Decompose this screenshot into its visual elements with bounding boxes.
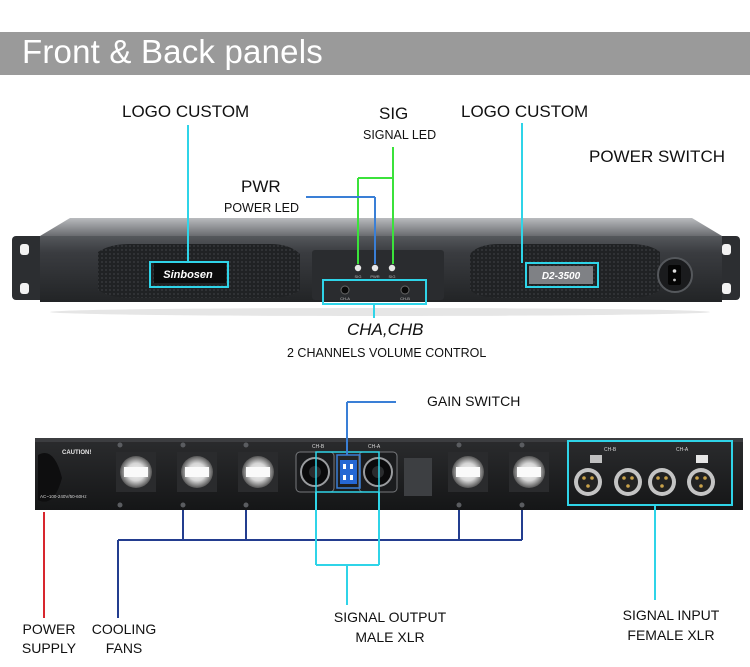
banner-bar: [0, 32, 750, 75]
knob-label-a: CH-A: [340, 296, 350, 301]
signal-input-label: SIGNAL INPUT FEMALE XLR: [608, 605, 734, 645]
signal-output-label: SIGNAL OUTPUT MALE XLR: [315, 607, 465, 647]
power-supply-label: POWER SUPPLY: [16, 620, 82, 658]
brand-logo-text: Sinbosen: [163, 269, 213, 281]
gain-dip-switch: [340, 460, 357, 484]
page-title: Front & Back panels: [22, 33, 323, 70]
brand-logo-plate: [154, 263, 226, 283]
back-callouts: [43, 401, 656, 618]
led-label-3: SIG: [389, 274, 396, 279]
logo-custom-left-label: LOGO CUSTOM: [122, 102, 250, 121]
cooling-fans-line-1: COOLING: [91, 621, 157, 637]
back-ch-a: CH-A: [368, 444, 381, 450]
signal-output-line-1: SIGNAL OUTPUT: [333, 609, 447, 625]
led-label-1: SIG: [355, 274, 362, 279]
logo-right-highlight: [525, 262, 599, 288]
gain-switch-label: GAIN SWITCH: [427, 393, 521, 409]
banner: Front & Back panels: [0, 0, 750, 78]
cooling-fans-line-2: FANS: [105, 640, 143, 656]
pwr-led: [371, 264, 379, 272]
cha-chb-label: CHA,CHB: [347, 320, 424, 339]
signal-led-label: SIGNAL LED: [363, 128, 437, 142]
xlr-ch-b: CH-B: [604, 447, 617, 453]
led-label-2: PWR: [370, 274, 379, 279]
sig-label: SIG: [379, 104, 409, 123]
cooling-fans-label: COOLING FANS: [88, 620, 160, 658]
knob-label-b: CH-B: [400, 296, 410, 301]
xlr-connectors: [574, 455, 715, 496]
signal-output-line-2: MALE XLR: [355, 629, 425, 645]
front-callouts: [187, 123, 523, 318]
sig-led-a: [388, 264, 396, 272]
power-supply-line-2: SUPPLY: [21, 640, 77, 656]
power-led-label: POWER LED: [224, 201, 300, 215]
signal-input-line-1: SIGNAL INPUT: [622, 607, 720, 623]
signal-input-line-2: FEMALE XLR: [627, 627, 715, 643]
signal-input-highlight: [567, 440, 733, 506]
caution-text: CAUTION!: [62, 450, 91, 456]
xlr-ch-a: CH-A: [676, 447, 689, 453]
back-panel: [35, 438, 743, 510]
ac-text: AC~100-240V/50-60Hz: [40, 494, 87, 499]
logo-custom-right-label: LOGO CUSTOM: [461, 102, 589, 121]
power-supply-line-1: POWER: [22, 621, 76, 637]
volume-control-label: 2 CHANNELS VOLUME CONTROL: [287, 346, 487, 360]
cooling-fans: [116, 452, 549, 492]
power-inlet: [38, 453, 62, 502]
power-switch-label: POWER SWITCH: [589, 147, 725, 166]
model-plate-text: D2-3500: [542, 271, 581, 282]
back-ch-b: CH-B: [312, 444, 325, 450]
sig-led-b: [354, 264, 362, 272]
knob-cha: [340, 285, 350, 295]
front-panel: [12, 218, 740, 316]
pwr-label: PWR: [241, 177, 281, 196]
knob-chb: [400, 285, 410, 295]
